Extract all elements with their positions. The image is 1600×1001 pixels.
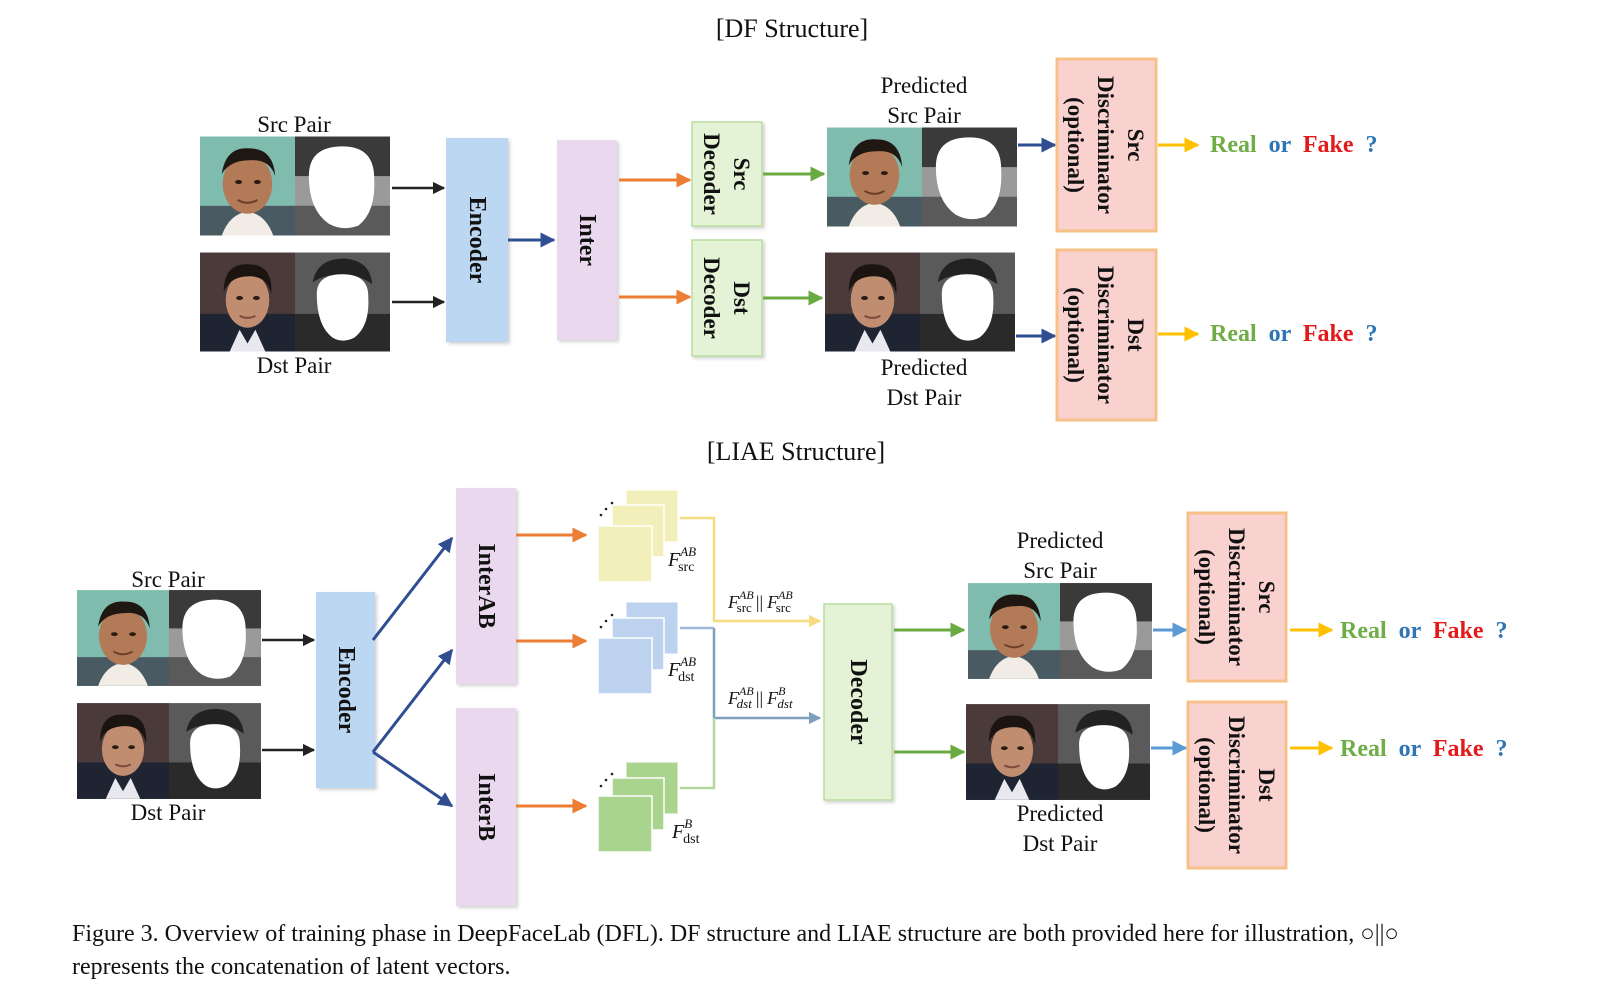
face-photo-icon	[200, 252, 295, 352]
face-photo-icon	[825, 252, 920, 352]
df-src-decoder-block: SrcDecoder	[691, 121, 763, 227]
liae-src-discriminator-block: SrcDiscriminator(optional)	[1186, 511, 1288, 683]
liae-dst-disc-label: DstDiscriminator(optional)	[1194, 716, 1279, 854]
real-text: Real	[1210, 321, 1257, 347]
liae-interb-block: InterB	[456, 708, 516, 906]
or-text: or	[1399, 736, 1422, 762]
face-mask-icon	[295, 252, 390, 352]
face-mask-icon	[920, 252, 1015, 352]
df-src-discriminator-block: SrcDiscriminator(optional)	[1055, 57, 1158, 233]
feature-map-stack-icon	[597, 761, 679, 853]
face-photo-icon	[968, 583, 1060, 679]
question-text: ?	[1496, 618, 1508, 644]
caption-line-1: Figure 3. Overview of training phase in …	[72, 921, 1399, 947]
face-photo-icon	[827, 127, 922, 227]
face-mask-icon	[295, 136, 390, 236]
liae-dst-pair-images	[77, 703, 261, 799]
real-text: Real	[1210, 132, 1257, 158]
liae-encoder-label: Encoder	[333, 647, 359, 734]
liae-src-disc-label: SrcDiscriminator(optional)	[1194, 528, 1279, 666]
face-photo-icon	[77, 703, 169, 799]
liae-decoder-block: Decoder	[823, 603, 893, 801]
df-src-result: Real or Fake ?	[1210, 132, 1378, 158]
df-src-pair-images	[200, 136, 390, 236]
df-src-disc-label: SrcDiscriminator(optional)	[1063, 76, 1148, 214]
face-mask-icon	[922, 127, 1017, 227]
face-mask-icon	[169, 703, 261, 799]
df-src-pair-label: Src Pair	[257, 112, 331, 137]
df-title: [DF Structure]	[716, 14, 868, 43]
df-dst-discriminator-block: DstDiscriminator(optional)	[1055, 248, 1158, 422]
or-text: or	[1269, 321, 1292, 347]
liae-dst-pair-label: Dst Pair	[131, 800, 206, 825]
liae-src-result: Real or Fake ?	[1340, 618, 1508, 644]
face-mask-icon	[1060, 583, 1152, 679]
df-pred-dst-images	[825, 252, 1015, 352]
figure-caption: Figure 3. Overview of training phase in …	[72, 918, 1572, 984]
feature-map-stack-icon	[597, 489, 679, 583]
real-text: Real	[1340, 736, 1387, 762]
liae-dst-discriminator-block: DstDiscriminator(optional)	[1186, 700, 1288, 870]
liae-src-pair-label: Src Pair	[131, 567, 205, 592]
concat-dst-b-line	[680, 718, 716, 790]
question-text: ?	[1366, 132, 1378, 158]
liae-dst-result: Real or Fake ?	[1340, 736, 1508, 762]
df-inter-block: Inter	[557, 140, 617, 340]
df-pred-src-images	[827, 127, 1017, 227]
df-dst-disc-label: DstDiscriminator(optional)	[1063, 266, 1148, 404]
or-text: or	[1399, 618, 1422, 644]
df-encoder-label: Encoder	[464, 197, 490, 284]
liae-title: [LIAE Structure]	[707, 437, 885, 466]
arrow-icon	[371, 648, 454, 753]
face-photo-icon	[966, 704, 1058, 800]
df-dst-decoder-block: DstDecoder	[691, 239, 763, 357]
question-text: ?	[1496, 736, 1508, 762]
liae-interab-block: InterAB	[456, 488, 516, 684]
real-text: Real	[1340, 618, 1387, 644]
df-src-decoder-label: SrcDecoder	[699, 133, 754, 215]
df-inter-label: Inter	[574, 214, 600, 266]
df-dst-pair-label: Dst Pair	[257, 353, 332, 378]
feature-map-stack-icon	[597, 601, 679, 695]
arrow-icon	[372, 750, 454, 808]
df-dst-pair-images	[200, 252, 390, 352]
liae-pred-dst-images	[966, 704, 1150, 800]
liae-decoder-label: Decoder	[845, 659, 871, 745]
face-photo-icon	[77, 590, 169, 686]
face-mask-icon	[169, 590, 261, 686]
fake-text: Fake	[1303, 321, 1354, 347]
df-encoder-block: Encoder	[446, 138, 508, 342]
face-mask-icon	[1058, 704, 1150, 800]
liae-src-pair-images	[77, 590, 261, 686]
liae-pred-src-images	[968, 583, 1152, 679]
face-photo-icon	[200, 136, 295, 236]
caption-line-2: represents the concatenation of latent v…	[72, 954, 511, 980]
fake-text: Fake	[1433, 618, 1484, 644]
df-dst-decoder-label: DstDecoder	[699, 257, 754, 339]
concat-src-line	[680, 516, 822, 628]
df-dst-result: Real or Fake ?	[1210, 321, 1378, 347]
fake-text: Fake	[1303, 132, 1354, 158]
liae-interb-label: InterB	[473, 773, 499, 841]
fake-text: Fake	[1433, 736, 1484, 762]
liae-interab-label: InterAB	[473, 543, 499, 628]
or-text: or	[1269, 132, 1292, 158]
liae-encoder-block: Encoder	[316, 592, 375, 788]
arrow-icon	[371, 536, 454, 641]
question-text: ?	[1366, 321, 1378, 347]
